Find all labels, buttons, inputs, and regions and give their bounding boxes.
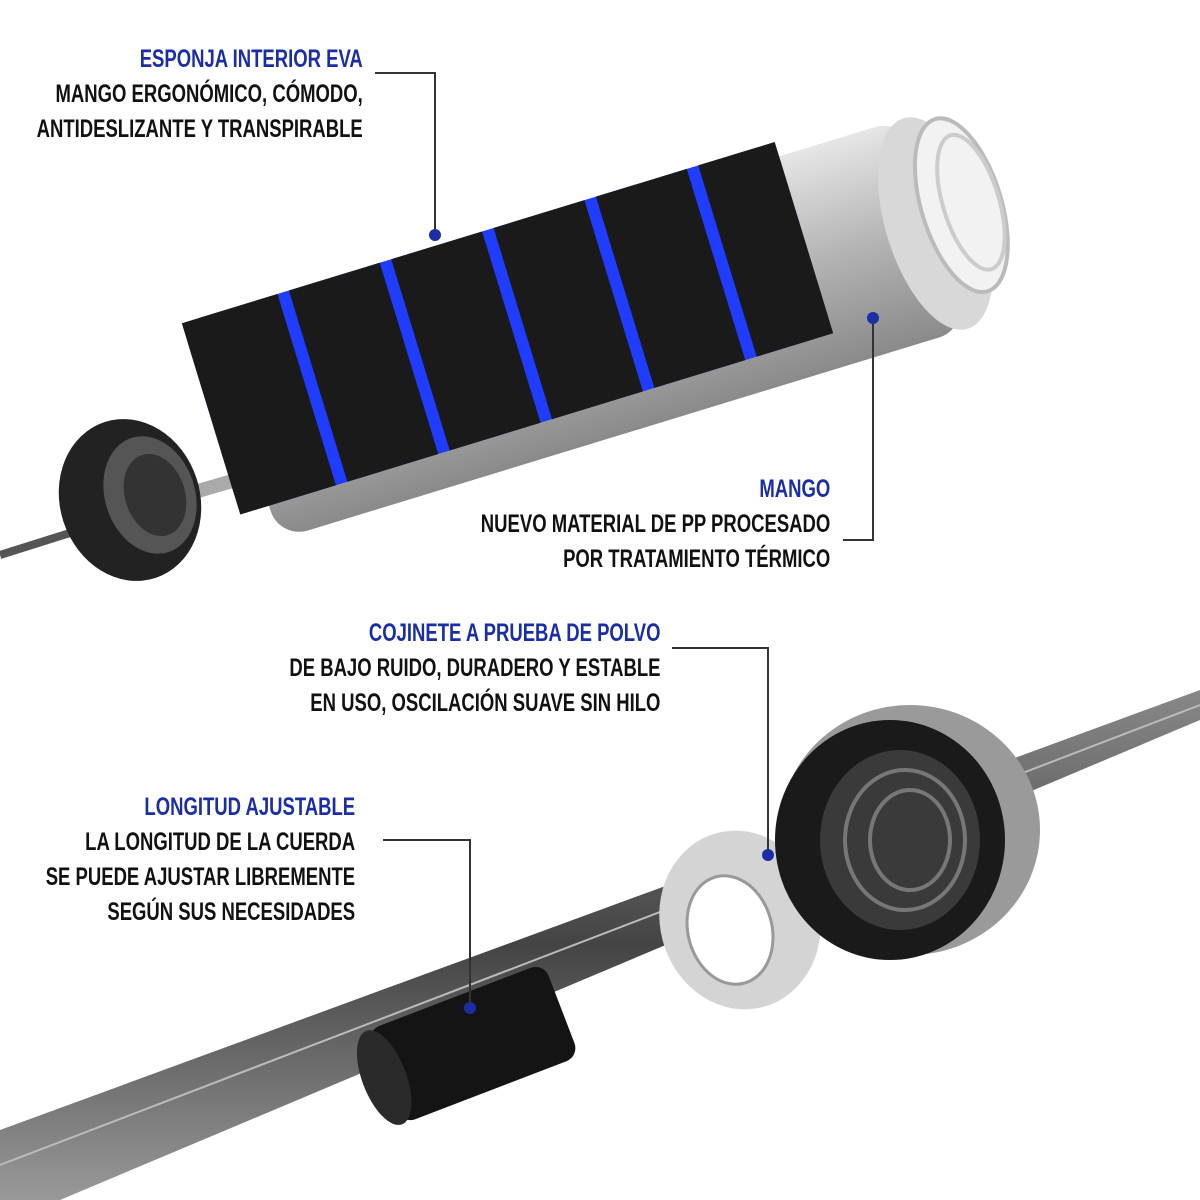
eva-foam-grip — [181, 141, 834, 515]
callout-title: COJINETE A PRUEBA DE POLVO — [368, 619, 660, 647]
handle — [181, 116, 1010, 532]
length-adjuster — [356, 966, 576, 1125]
callout-line: POR TRATAMIENTO TÉRMICO — [562, 545, 830, 573]
callout-title: ESPONJA INTERIOR EVA — [139, 45, 363, 73]
leader-lines — [375, 72, 874, 1008]
callout-line: NUEVO MATERIAL DE PP PROCESADO — [480, 510, 830, 538]
callout-line: LA LONGITUD DE LA CUERDA — [85, 828, 356, 856]
callout-dots — [429, 229, 879, 1014]
callout-line: SE PUEDE AJUSTAR LIBREMENTE — [45, 863, 355, 891]
callout-line: EN USO, OSCILACIÓN SUAVE SIN HILO — [309, 689, 660, 717]
bottom-bearing — [775, 705, 1040, 960]
callout-bearing: COJINETE A PRUEBA DE POLVO DE BAJO RUIDO… — [289, 616, 660, 721]
callout-line: DE BAJO RUIDO, DURADERO Y ESTABLE — [288, 654, 660, 682]
callout-title: MANGO — [759, 475, 830, 503]
callout-adjustable-length: LONGITUD AJUSTABLE LA LONGITUD DE LA CUE… — [46, 790, 355, 930]
callout-eva-foam: ESPONJA INTERIOR EVA MANGO ERGONÓMICO, C… — [37, 42, 363, 147]
top-bearing — [58, 419, 202, 581]
callout-line: SEGÚN SUS NECESIDADES — [107, 898, 355, 926]
callout-line: ANTIDESLIZANTE Y TRANSPIRABLE — [36, 115, 363, 143]
callout-title: LONGITUD AJUSTABLE — [144, 793, 355, 821]
callout-handle: MANGO NUEVO MATERIAL DE PP PROCESADO POR… — [481, 472, 830, 577]
callout-line: MANGO ERGONÓMICO, CÓMODO, — [55, 80, 364, 108]
